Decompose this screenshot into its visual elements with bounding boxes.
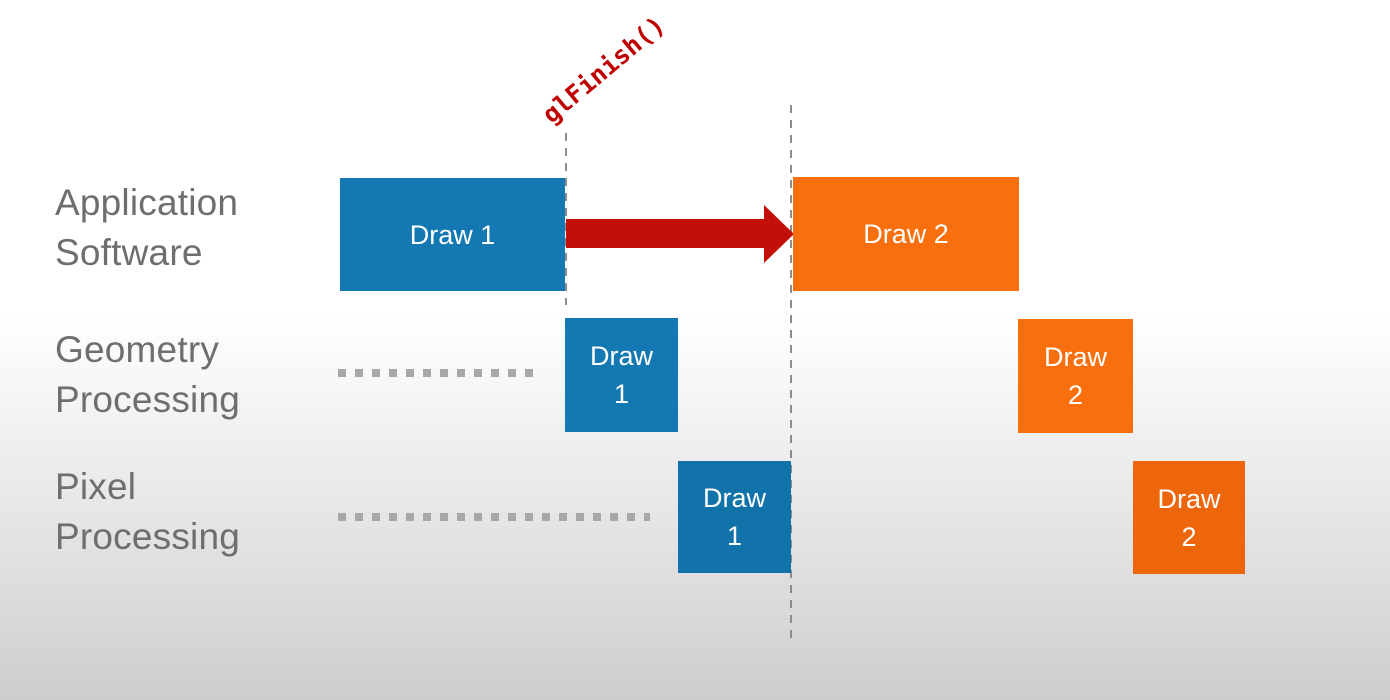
box-label: Draw 2 xyxy=(863,219,949,249)
box-label-line: 2 xyxy=(1067,380,1084,410)
box-app-draw-1: Draw 1 xyxy=(340,178,565,291)
box-geometry-draw-1: Draw 1 xyxy=(565,318,678,432)
box-label-line: Draw xyxy=(702,483,766,513)
box-label-line: Draw xyxy=(1043,342,1107,372)
geometry-idle-dotted-line xyxy=(338,369,540,377)
glfinish-sync-line-2 xyxy=(790,105,792,645)
stall-arrow-shaft xyxy=(566,219,764,248)
box-label-line: Draw xyxy=(589,341,653,371)
box-label: Draw 1 xyxy=(409,219,496,250)
stall-arrow-head-icon xyxy=(764,205,794,263)
row-label-application-software: Application Software xyxy=(55,178,238,278)
glfinish-annotation: glFinish() xyxy=(536,10,671,130)
row-label-line: Software xyxy=(55,232,203,273)
pixel-idle-dotted-line xyxy=(338,513,650,521)
box-label-line: 1 xyxy=(613,379,630,409)
box-label-line: Draw xyxy=(1157,483,1221,514)
box-pixel-draw-1: Draw 1 xyxy=(678,461,791,573)
row-label-line: Geometry xyxy=(55,329,220,370)
row-label-pixel-processing: Pixel Processing xyxy=(55,462,240,562)
box-pixel-draw-2: Draw 2 xyxy=(1133,461,1245,574)
row-label-line: Application xyxy=(55,182,239,223)
row-label-line: Pixel xyxy=(55,466,137,507)
row-label-geometry-processing: Geometry Processing xyxy=(55,325,240,425)
box-label-line: 1 xyxy=(726,521,743,551)
row-label-line: Processing xyxy=(55,379,241,420)
box-label-line: 2 xyxy=(1181,521,1197,552)
box-geometry-draw-2: Draw 2 xyxy=(1018,319,1133,433)
box-app-draw-2: Draw 2 xyxy=(793,177,1019,291)
row-label-line: Processing xyxy=(55,516,241,557)
